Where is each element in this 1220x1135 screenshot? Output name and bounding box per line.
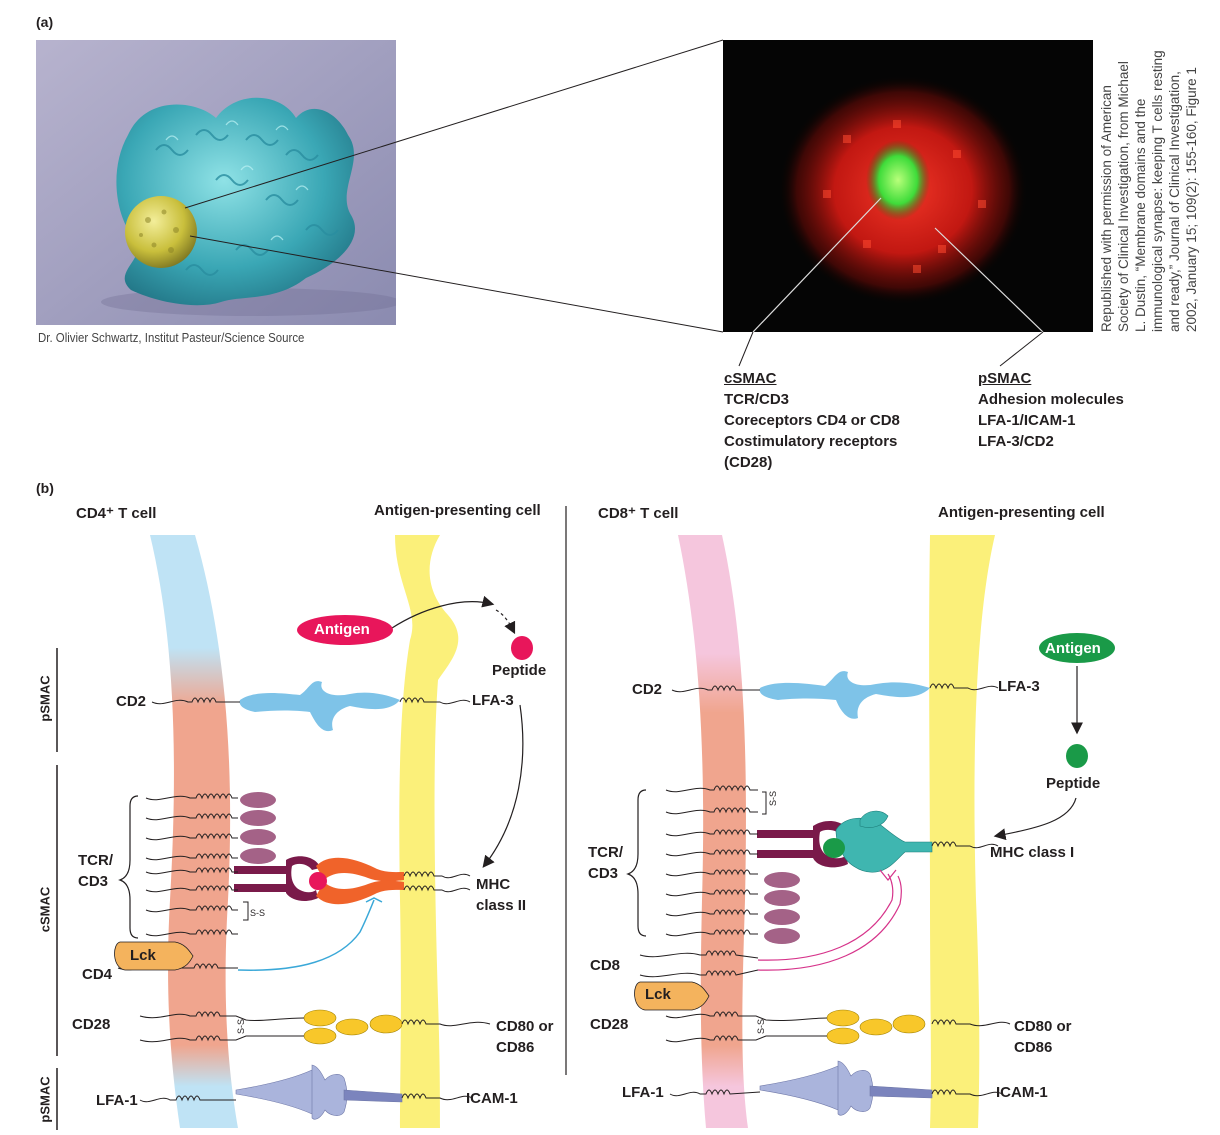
lck-right	[634, 981, 710, 1011]
peptide-label-right: Peptide	[1046, 775, 1101, 792]
cd28-label-right: CD28	[590, 1016, 629, 1033]
photo-credit: Dr. Olivier Schwartz, Institut Pasteur/S…	[38, 330, 305, 345]
side-label-psmac-top: pSMAC	[37, 675, 53, 722]
lck-label-left: Lck	[130, 947, 156, 964]
cd4-t-cell-membrane	[150, 535, 238, 1128]
cd28-label-left: CD28	[72, 1016, 111, 1033]
mhc1-label: MHC class I	[990, 844, 1075, 861]
psmac-line: LFA-3/CD2	[978, 433, 1054, 450]
tcr-cd3-label-left: TCR/ CD3	[78, 852, 113, 890]
psmac-heading: pSMAC	[978, 370, 1032, 387]
mhc2-label: MHC class II	[476, 876, 527, 914]
cd3-ovals-right	[764, 872, 800, 944]
panel-b-label: (b)	[36, 480, 54, 496]
svg-text:S-S: S-S	[768, 791, 778, 806]
cd2-lfa3-left	[239, 681, 400, 732]
costim-right	[826, 1009, 926, 1045]
icam1-label-right: ICAM-1	[996, 1084, 1048, 1101]
lfa3-label-right: LFA-3	[998, 678, 1040, 695]
antigen-label-right: Antigen	[1045, 640, 1101, 657]
cd80-label-right: CD80 or CD86	[1014, 1018, 1072, 1056]
cd8-t-cell-membrane	[678, 535, 748, 1128]
cd2-label-right: CD2	[632, 681, 663, 698]
side-label-psmac-bottom: pSMAC	[37, 1076, 53, 1123]
cd8-t-cell-label: CD8⁺ T cell	[598, 505, 679, 522]
csmac-heading: cSMAC	[724, 370, 777, 387]
tcr-left	[234, 856, 320, 901]
antigen-label-left: Antigen	[314, 621, 370, 638]
cd3-ovals-left	[240, 792, 276, 864]
svg-text:S-S: S-S	[756, 1019, 766, 1034]
lck-left	[114, 941, 194, 971]
cd80-label-left: CD80 or CD86	[496, 1018, 554, 1056]
svg-text:S-S: S-S	[250, 908, 265, 918]
panel-a-label: (a)	[36, 14, 54, 30]
cd2-lfa3-right	[759, 671, 930, 719]
lfa1-icam1-right	[759, 1060, 933, 1116]
csmac-line: Coreceptors CD4 or CD8	[724, 412, 900, 429]
sem-photo	[36, 40, 396, 325]
tcr-cd3-label-right: TCR/ CD3	[588, 844, 623, 882]
csmac-line: (CD28)	[724, 454, 773, 471]
mhc1-right	[835, 810, 933, 873]
cd4-coreceptor-label: CD4	[82, 966, 113, 983]
psmac-line: LFA-1/ICAM-1	[978, 412, 1076, 429]
apc-membrane-right	[929, 535, 995, 1128]
svg-text:S-S: S-S	[236, 1019, 246, 1034]
apc-membrane-left	[395, 535, 459, 1128]
cd8-coreceptor-label: CD8	[590, 957, 621, 974]
lfa1-icam1-left	[235, 1064, 403, 1120]
peptide-label-left: Peptide	[492, 662, 547, 679]
apc-label-left: Antigen-presenting cell	[374, 502, 541, 519]
cd4-t-cell-label: CD4⁺ T cell	[76, 505, 157, 522]
t-cell-sem	[125, 196, 197, 268]
costim-left	[303, 1009, 403, 1045]
mhc2-left	[316, 857, 404, 905]
cd2-label-left: CD2	[116, 693, 147, 710]
psmac-line: Adhesion molecules	[978, 391, 1124, 408]
side-label-csmac: cSMAC	[37, 886, 53, 933]
lfa1-label-left: LFA-1	[96, 1092, 138, 1109]
csmac-legend: cSMAC TCR/CD3 Coreceptors CD4 or CD8 Cos…	[724, 368, 900, 473]
lfa3-label-left: LFA-3	[472, 692, 514, 709]
icam1-label-left: ICAM-1	[466, 1090, 518, 1107]
fluorescence-image	[723, 40, 1093, 332]
apc-label-right: Antigen-presenting cell	[938, 504, 1105, 521]
lfa1-label-right: LFA-1	[622, 1084, 664, 1101]
csmac-line: Costimulatory receptors	[724, 433, 898, 450]
csmac-line: TCR/CD3	[724, 391, 790, 408]
psmac-legend: pSMAC Adhesion molecules LFA-1/ICAM-1 LF…	[978, 368, 1124, 452]
lck-label-right: Lck	[645, 986, 671, 1003]
